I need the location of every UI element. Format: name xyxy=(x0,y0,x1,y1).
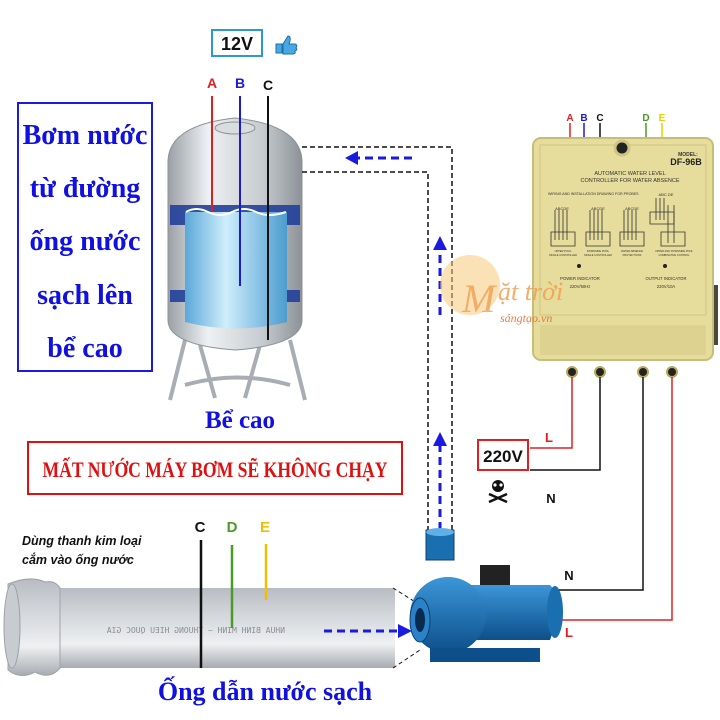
supply-neutral-wire xyxy=(530,377,601,471)
controller-probe-a-label: A xyxy=(566,113,573,124)
probe-diagram-letters: ABC DE xyxy=(659,192,674,197)
clean-water-pipe: NHUA BINH MINH ~ THUONG HIEU QUOC GIA xyxy=(3,578,421,676)
probe-diagram-caption: WATER ABSENCE xyxy=(621,249,643,253)
pipe-label: Ống dẫn nước sạch xyxy=(158,677,373,706)
flow-arrow-right xyxy=(324,624,412,638)
flow-arrow-left xyxy=(345,151,412,165)
water-level-controller: MODEL: DF-96B AUTOMATIC WATER LEVEL CONT… xyxy=(532,137,718,378)
flow-arrow-up xyxy=(433,236,447,315)
probe-diagram-caption: UPPER POOL xyxy=(555,249,572,253)
supply-live-wire xyxy=(530,377,573,449)
terminal xyxy=(594,366,606,378)
probe-diagram-caption: COMBINATIVE CONTROL xyxy=(658,253,690,257)
tank-probe-b-label: B xyxy=(235,75,245,91)
water-pump xyxy=(409,528,563,662)
supply-live-label: L xyxy=(545,430,553,445)
tank-label: Bể cao xyxy=(205,407,275,434)
probe-diagram-caption: SINGLE CONTROLLED xyxy=(549,253,577,257)
description-line: ống nước xyxy=(30,226,141,257)
controller-probe-c-label: C xyxy=(596,113,603,124)
danger-skull-icon xyxy=(488,480,508,504)
terminal xyxy=(637,366,649,378)
controller-title-line1: AUTOMATIC WATER LEVEL xyxy=(594,171,665,177)
svg-text:ặt trời: ặt trời xyxy=(498,277,563,306)
svg-text:M: M xyxy=(461,276,498,321)
supply-220v-box: 220V xyxy=(477,439,529,471)
pipe-probe-c-label: C xyxy=(195,519,206,536)
description-line: từ đường xyxy=(30,173,141,204)
supply-voltage: 220V xyxy=(483,447,523,466)
probe-diagram-letters: ABCDE xyxy=(625,206,639,211)
controller-model: DF-96B xyxy=(670,157,702,167)
flow-arrow-up xyxy=(433,432,447,530)
pipe-print: NHUA BINH MINH ~ THUONG HIEU QUOC GIA xyxy=(107,626,285,635)
controller-probe-b-label: B xyxy=(580,113,587,124)
output-indicator-label: OUTPUT INDICATOR xyxy=(646,276,687,281)
description-line: sạch lên xyxy=(37,280,133,311)
tank-probe-a-label: A xyxy=(207,75,217,91)
probe-diagram-caption: PROTECTIONS xyxy=(623,253,642,257)
outlet-pipe-outer xyxy=(302,146,453,540)
water-tank xyxy=(167,117,307,401)
probe-diagram-caption: DOWNSIDE POOL xyxy=(587,249,610,253)
power-indicator-led xyxy=(577,264,581,268)
description-box: Bơm nước từ đường ống nước sạch lên bể c… xyxy=(17,102,153,372)
voltage-12v-text: 12V xyxy=(221,34,253,54)
controller-probe-d-label: D xyxy=(642,113,649,124)
pump-live-label: L xyxy=(565,625,573,640)
pipe-note-line1: Dùng thanh kim loại xyxy=(22,534,142,548)
tank-probe-c-label: C xyxy=(263,77,273,93)
outlet-pipe-inner xyxy=(302,171,429,540)
probe-diagram-caption: SINGLE CONTROLLED xyxy=(584,253,612,257)
description-line: bể cao xyxy=(47,333,122,364)
voltage-12v-label: 12V xyxy=(211,29,263,57)
pipe-note-line2: cắm vào ống nước xyxy=(22,552,134,567)
probe-diagram-letters: ABCDE xyxy=(591,206,605,211)
probe-diagram-caption: UPPER AND DOWNSIDE POOL xyxy=(655,249,693,253)
terminal xyxy=(566,366,578,378)
pump-neutral-label: N xyxy=(564,568,573,583)
svg-text:sángtạo.vn: sángtạo.vn xyxy=(500,311,552,325)
supply-neutral-label: N xyxy=(546,491,555,506)
controller-probe-e-label: E xyxy=(659,113,666,124)
controller-model-caption: MODEL: xyxy=(678,152,698,158)
probe-diagram-letters: ABCDE xyxy=(555,206,569,211)
power-indicator-label: POWER INDICATOR xyxy=(560,276,600,281)
pipe-probe-e-label: E xyxy=(260,519,270,536)
controller-drawing-caption: WIRING AND INSTALLATION DRAWING FOR PROB… xyxy=(548,192,639,196)
controller-title-line2: CONTROLLER FOR WATER ABSENCE xyxy=(580,178,679,184)
output-rating: 220V/10A xyxy=(657,284,676,289)
description-line: Bơm nước xyxy=(23,120,148,151)
pipe-probe-d-label: D xyxy=(227,519,238,536)
warning-box: MẤT NƯỚC MÁY BƠM SẼ KHÔNG CHẠY xyxy=(27,441,403,495)
controller-terminals xyxy=(566,366,678,378)
output-indicator-led xyxy=(663,264,667,268)
pump-neutral-wire xyxy=(550,377,644,591)
pump-live-wire xyxy=(550,377,673,621)
power-rating: 220V/50Hz xyxy=(570,284,591,289)
thumbs-up-icon xyxy=(275,35,298,55)
watermark-logo: M ặt trời sángtạo.vn xyxy=(440,255,563,325)
terminal xyxy=(666,366,678,378)
warning-text: MẤT NƯỚC MÁY BƠM SẼ KHÔNG CHẠY xyxy=(43,457,388,482)
